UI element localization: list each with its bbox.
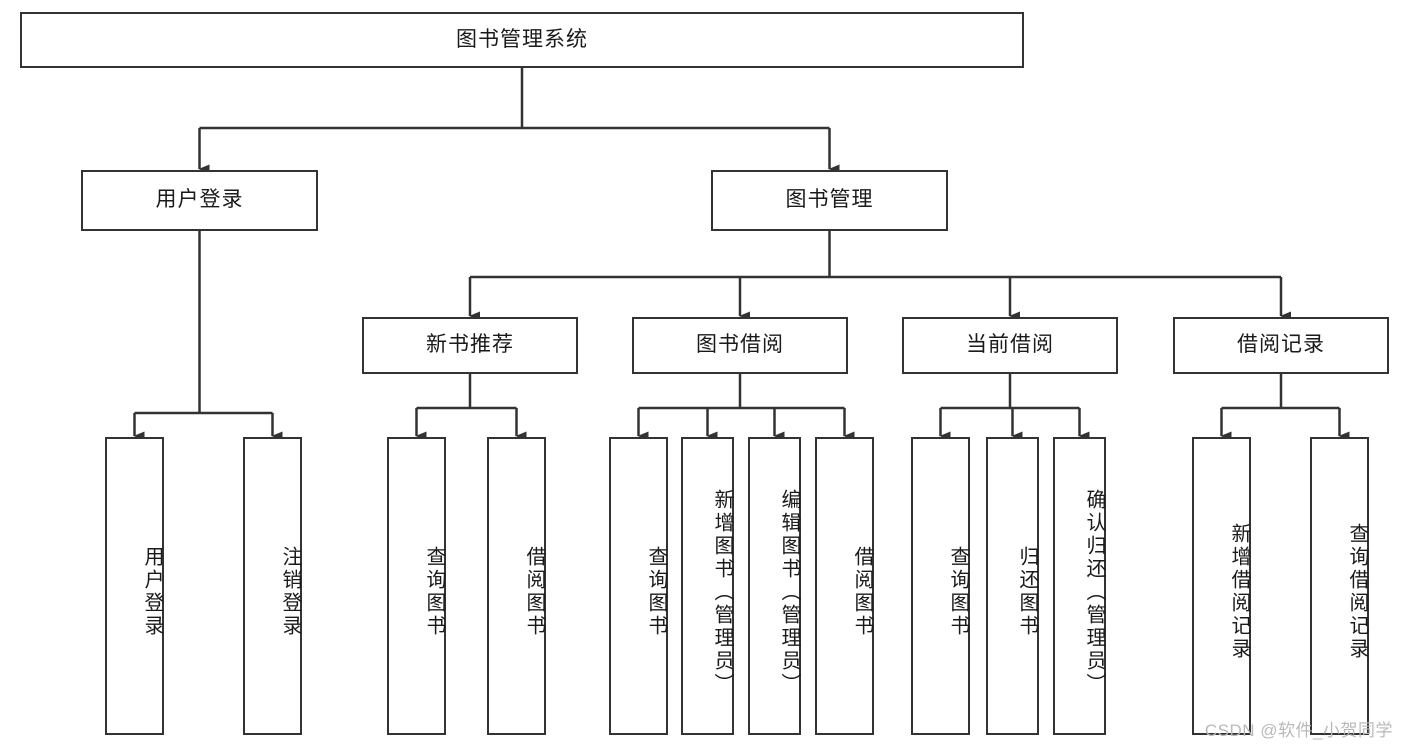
node-leaf-query-2[interactable]: 查询图书 [609, 437, 668, 735]
node-label: 用户登录 [141, 546, 163, 638]
node-borrow-record[interactable]: 借阅记录 [1173, 317, 1389, 374]
node-leaf-return[interactable]: 归还图书 [986, 437, 1039, 735]
node-leaf-borrow-2[interactable]: 借阅图书 [815, 437, 874, 735]
node-new-book-rec[interactable]: 新书推荐 [362, 317, 578, 374]
watermark-label: CSDN @软件_小贺同学 [1204, 721, 1393, 740]
node-leaf-confirm[interactable]: 确认归还（管理员） [1053, 437, 1106, 735]
node-label: 当前借阅 [966, 333, 1054, 357]
node-current-borrow[interactable]: 当前借阅 [902, 317, 1118, 374]
node-user-login[interactable]: 用户登录 [81, 170, 318, 231]
node-leaf-borrow-1[interactable]: 借阅图书 [487, 437, 546, 735]
node-leaf-query-1[interactable]: 查询图书 [387, 437, 446, 735]
node-leaf-query-rec[interactable]: 查询借阅记录 [1310, 437, 1369, 735]
node-label: 确认归还（管理员） [1083, 488, 1105, 696]
node-book-borrow[interactable]: 图书借阅 [632, 317, 848, 374]
node-label: 查询图书 [947, 546, 969, 638]
node-leaf-user-login[interactable]: 用户登录 [105, 437, 164, 735]
node-label: 归还图书 [1016, 546, 1038, 638]
node-leaf-add-rec[interactable]: 新增借阅记录 [1192, 437, 1251, 735]
node-leaf-add-book[interactable]: 新增图书（管理员） [681, 437, 734, 735]
node-label: 图书管理 [785, 188, 874, 212]
node-label: 借阅记录 [1237, 333, 1325, 357]
edge-group [133, 68, 1350, 441]
node-leaf-query-3[interactable]: 查询图书 [911, 437, 970, 735]
node-label: 用户登录 [155, 188, 244, 212]
node-label: 借阅图书 [523, 546, 545, 638]
node-label: 查询图书 [423, 546, 445, 638]
node-label: 新书推荐 [426, 333, 514, 357]
node-label: 查询图书 [645, 546, 667, 638]
node-label: 新增图书（管理员） [711, 488, 733, 696]
node-label: 注销登录 [279, 546, 301, 638]
node-book-admin[interactable]: 图书管理 [711, 170, 948, 231]
node-leaf-logout[interactable]: 注销登录 [243, 437, 302, 735]
node-leaf-edit-book[interactable]: 编辑图书（管理员） [748, 437, 801, 735]
node-label: 新增借阅记录 [1228, 523, 1250, 661]
node-label: 查询借阅记录 [1346, 523, 1368, 661]
node-root[interactable]: 图书管理系统 [20, 12, 1024, 68]
node-label: 借阅图书 [851, 546, 873, 638]
node-label: 图书借阅 [696, 333, 784, 357]
node-label: 编辑图书（管理员） [778, 488, 800, 696]
node-label: 图书管理系统 [456, 27, 588, 51]
